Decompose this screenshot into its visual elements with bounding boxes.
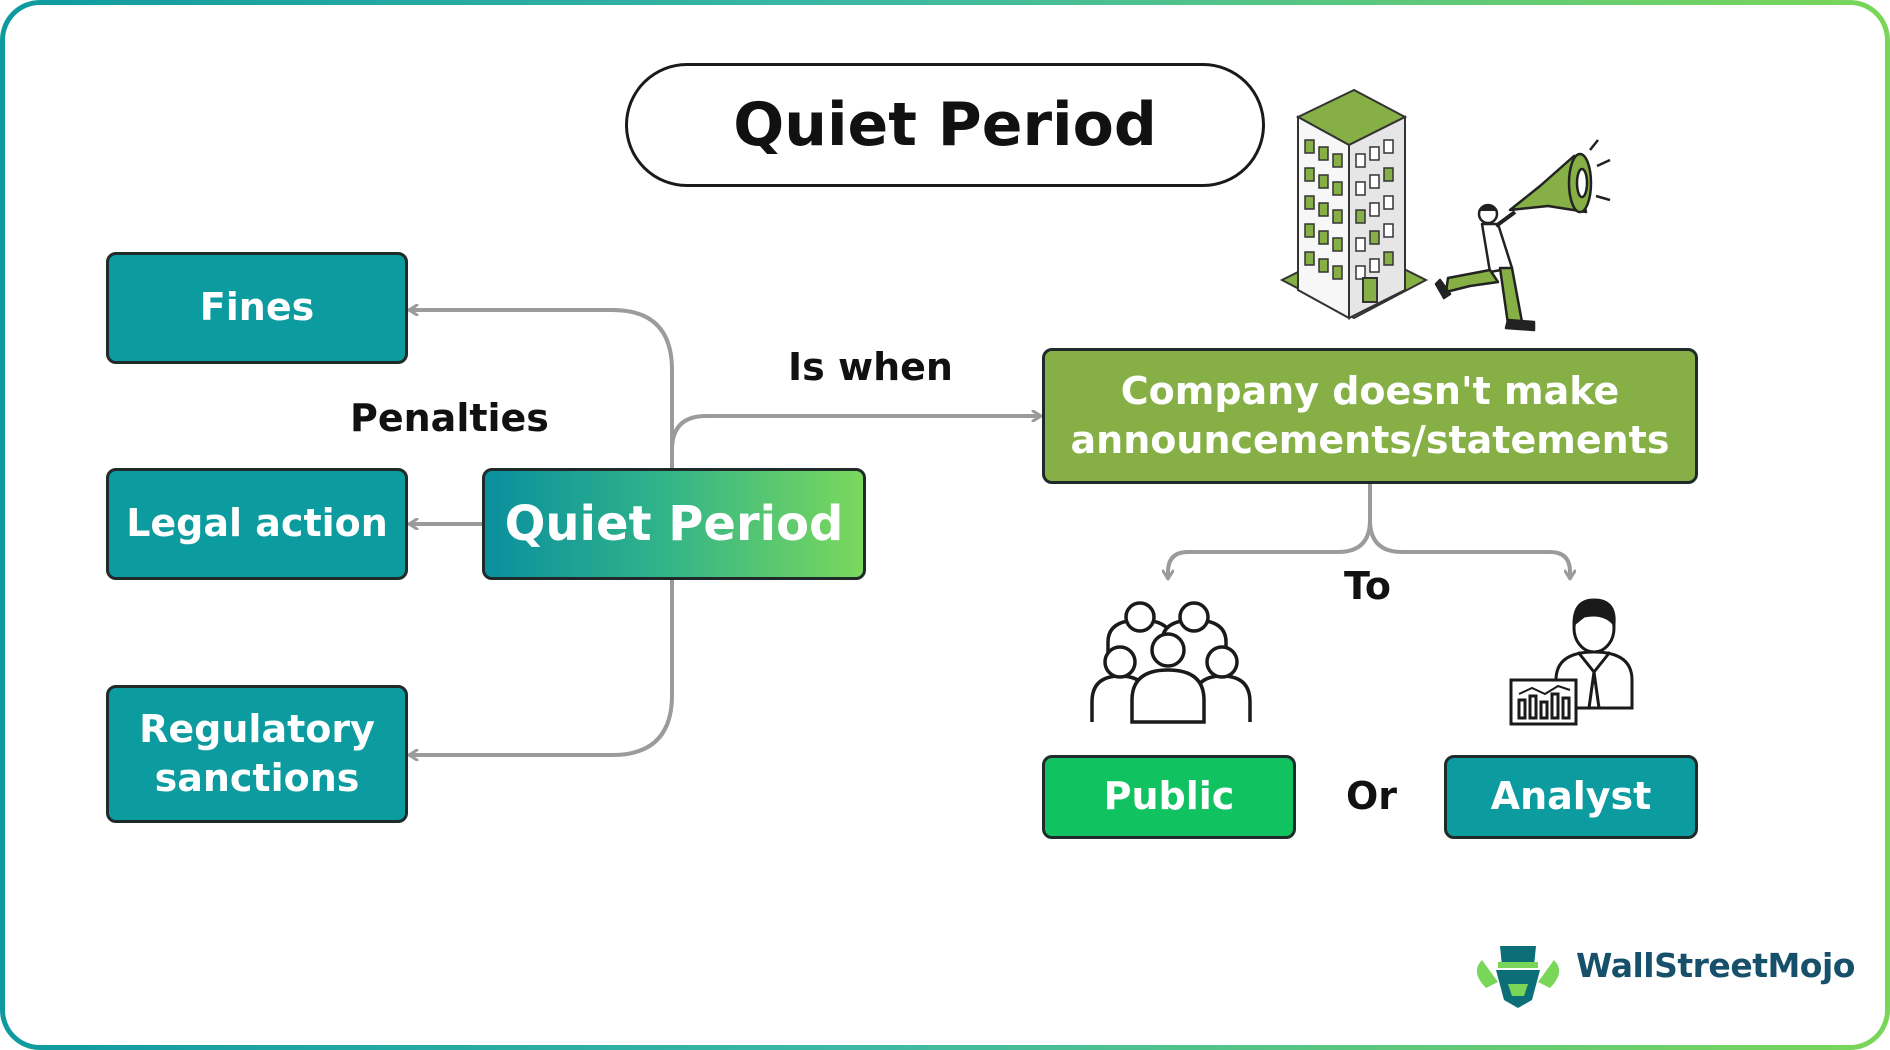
definition-node: Company doesn't make announcements/state…: [1042, 348, 1698, 484]
penalty-node-legal-action: Legal action: [106, 468, 408, 580]
audience-node-analyst: Analyst: [1444, 755, 1698, 839]
group-of-people-icon: [1090, 601, 1252, 724]
person-megaphone-icon: [1434, 139, 1611, 332]
logo-text: WallStreetMojo: [1576, 945, 1855, 985]
office-building-icon: [1279, 88, 1429, 320]
penalty-node-fines: Fines: [106, 252, 408, 364]
connector-to-regulatory-sanctions: [410, 578, 674, 755]
audience-node-public: Public: [1042, 755, 1296, 839]
penalty-node-regulatory-sanctions: Regulatory sanctions: [106, 685, 408, 823]
connectors: [410, 310, 1570, 755]
is-when-label: Is when: [788, 345, 953, 389]
or-label: Or: [1346, 774, 1398, 818]
connector-is-when: [670, 416, 1040, 470]
connector-to-analyst: [1368, 518, 1570, 578]
building-windows-left: [1304, 139, 1343, 280]
to-label: To: [1344, 564, 1391, 608]
wallstreetmojo-logo: WallStreetMojo: [1566, 928, 1866, 1002]
penalties-label: Penalties: [350, 396, 549, 440]
analyst-presentation-icon: [1509, 598, 1634, 726]
connector-to-public: [1168, 482, 1372, 578]
building-windows-right: [1355, 139, 1394, 280]
center-node-quiet-period: Quiet Period: [482, 468, 866, 580]
diagram-title: Quiet Period: [625, 63, 1265, 187]
connector-to-fines: [410, 310, 674, 470]
building-door: [1362, 277, 1378, 303]
wallstreetmojo-logo-icon: [1476, 946, 1560, 1008]
